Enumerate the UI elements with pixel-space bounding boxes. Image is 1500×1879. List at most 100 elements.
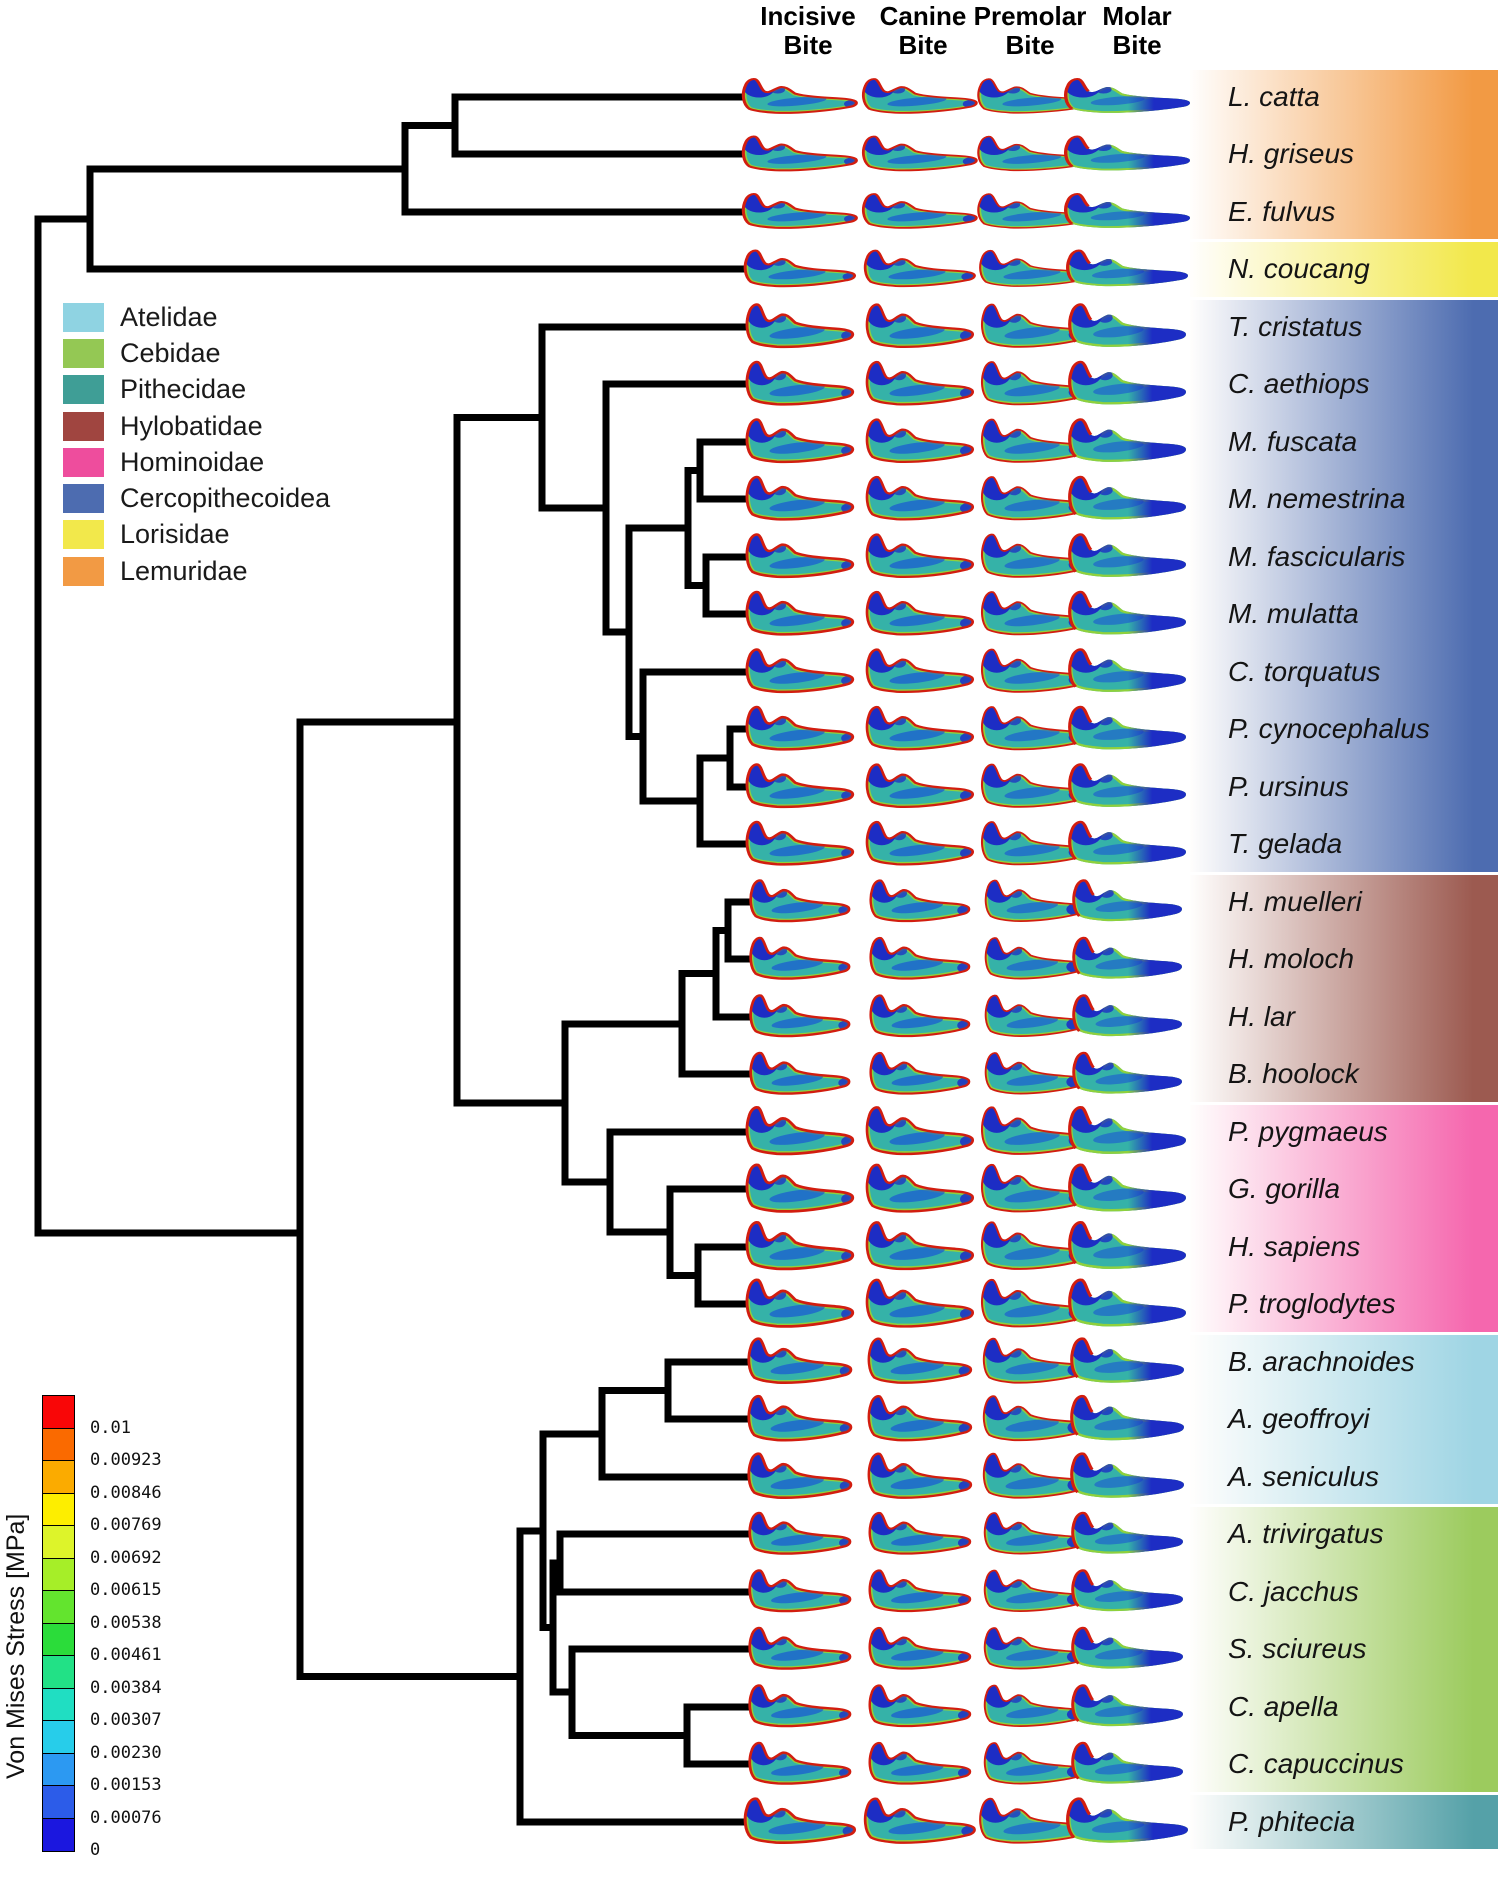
colorbar-tick-label: 0.00923 [90, 1450, 162, 1470]
mandible-fea-image [747, 1162, 857, 1212]
mandible-fea-image [867, 417, 978, 462]
mandible-fea-image [743, 134, 860, 170]
species-label: N. coucang [1228, 253, 1370, 285]
colorbar-block [43, 1818, 74, 1851]
mandible-fea-image [868, 1393, 975, 1440]
stress-colorbar [42, 1395, 75, 1852]
mandible-fea-image [747, 819, 857, 864]
species-label: T. gelada [1228, 828, 1343, 860]
family-band-pithecidae [1190, 1794, 1498, 1849]
mandible-fea-image [747, 1219, 857, 1269]
mandible-fea-image [1065, 192, 1196, 232]
colorbar-tick-label: 0.00538 [90, 1612, 162, 1633]
mandible-fea-image [1071, 1336, 1189, 1388]
mandible-fea-image [1069, 819, 1191, 869]
colorbar-block [43, 1461, 74, 1494]
mandible-fea-image [1065, 77, 1196, 117]
mandible-fea-image [868, 1336, 975, 1383]
header-line: Bite [1005, 30, 1055, 60]
mandible-fea-image [749, 1740, 853, 1783]
species-label: P. cynocephalus [1228, 713, 1430, 745]
mandible-fea-image [1067, 1796, 1194, 1848]
mandible-fea-image [1069, 589, 1191, 639]
mandible-fea-image [1067, 248, 1194, 290]
legend-item: Atelidae [63, 299, 330, 335]
header-line: Incisive [760, 1, 856, 31]
mandible-fea-image [867, 532, 978, 577]
species-label: H. griseus [1228, 138, 1355, 170]
mandible-fea-image [1069, 474, 1191, 524]
mandible-fea-image [1069, 1104, 1191, 1159]
species-label: E. fulvus [1228, 195, 1336, 227]
mandible-fea-image [1069, 417, 1191, 467]
species-label: B. arachnoides [1228, 1345, 1415, 1377]
species-label: H. muelleri [1228, 885, 1362, 917]
colorbar-block [43, 1623, 74, 1656]
mandible-fea-image [867, 1104, 978, 1154]
colorbar-tick-label: 0.01 [90, 1417, 131, 1438]
mandible-fea-image [1072, 1683, 1188, 1731]
colorbar-tick-label: 0 [90, 1840, 101, 1860]
legend-item: Lorisidae [63, 517, 330, 553]
mandible-fea-image [1069, 704, 1191, 754]
legend-label: Hominoidae [120, 446, 265, 477]
mandible-fea-image [1073, 878, 1187, 926]
mandible-fea-image [747, 1104, 857, 1154]
colorbar-tick-label: 0.00307 [90, 1710, 162, 1730]
mandible-fea-image [1071, 1393, 1189, 1445]
mandible-fea-image [1069, 762, 1191, 812]
mandible-fea-image [747, 532, 857, 577]
legend-item: Cercopithecoidea [63, 480, 330, 516]
mandible-fea-image [747, 647, 857, 692]
species-label: C. aethiops [1228, 368, 1370, 400]
species-label: P. phitecia [1228, 1805, 1356, 1837]
colorbar-tick-label: 0.00384 [90, 1677, 162, 1698]
mandible-fea-image [1072, 1740, 1188, 1788]
mandible-fea-image [749, 1568, 853, 1611]
mandible-fea-image [863, 77, 981, 113]
mandible-fea-image [749, 1625, 853, 1668]
mandible-fea-image [1073, 993, 1187, 1041]
mandible-fea-image [867, 1162, 978, 1212]
family-band-hylobatidae [1190, 874, 1498, 1102]
mandible-fea-image [1073, 935, 1187, 983]
colorbar-block [43, 1526, 74, 1559]
species-label: C. apella [1228, 1690, 1339, 1722]
legend-swatch [63, 411, 104, 441]
species-label: A. geoffroyi [1228, 1403, 1370, 1435]
family-band-atelidae [1190, 1334, 1498, 1504]
colorbar-tick-label: 0.00230 [90, 1742, 162, 1763]
mandible-fea-image [1065, 134, 1196, 174]
mandible-fea-image [1069, 1219, 1191, 1274]
mandible-fea-image [747, 762, 857, 807]
mandible-fea-image [869, 1683, 974, 1726]
mandible-fea-image [1071, 1451, 1189, 1503]
mandible-fea-image [750, 993, 852, 1036]
colorbar-block [43, 1396, 74, 1429]
mandible-fea-image [1069, 1277, 1191, 1332]
mandible-fea-image [743, 192, 860, 228]
mandible-fea-image [748, 1451, 854, 1498]
family-band-lorisidae [1190, 242, 1498, 297]
colorbar-block [43, 1753, 74, 1786]
colorbar-block [43, 1493, 74, 1526]
mandible-fea-image [749, 1683, 853, 1726]
header-line: Bite [1112, 30, 1162, 60]
legend-swatch [63, 302, 104, 332]
species-label: P. troglodytes [1228, 1288, 1396, 1320]
legend-label: Pithecidae [120, 374, 247, 405]
mandible-fea-image [867, 647, 978, 692]
colorbar-block [43, 1688, 74, 1721]
mandible-fea-image [867, 474, 978, 519]
legend-swatch [63, 556, 104, 586]
legend-label: Cercopithecoidea [120, 483, 331, 514]
colorbar-tick-label: 0.00076 [90, 1807, 162, 1828]
mandible-fea-image [1073, 1050, 1187, 1098]
species-label: C. torquatus [1228, 655, 1381, 687]
legend-label: Cebidae [120, 337, 221, 368]
mandible-fea-image [1069, 1162, 1191, 1217]
mandible-fea-image [747, 417, 857, 462]
colorbar-tick-label: 0.00461 [90, 1645, 162, 1665]
